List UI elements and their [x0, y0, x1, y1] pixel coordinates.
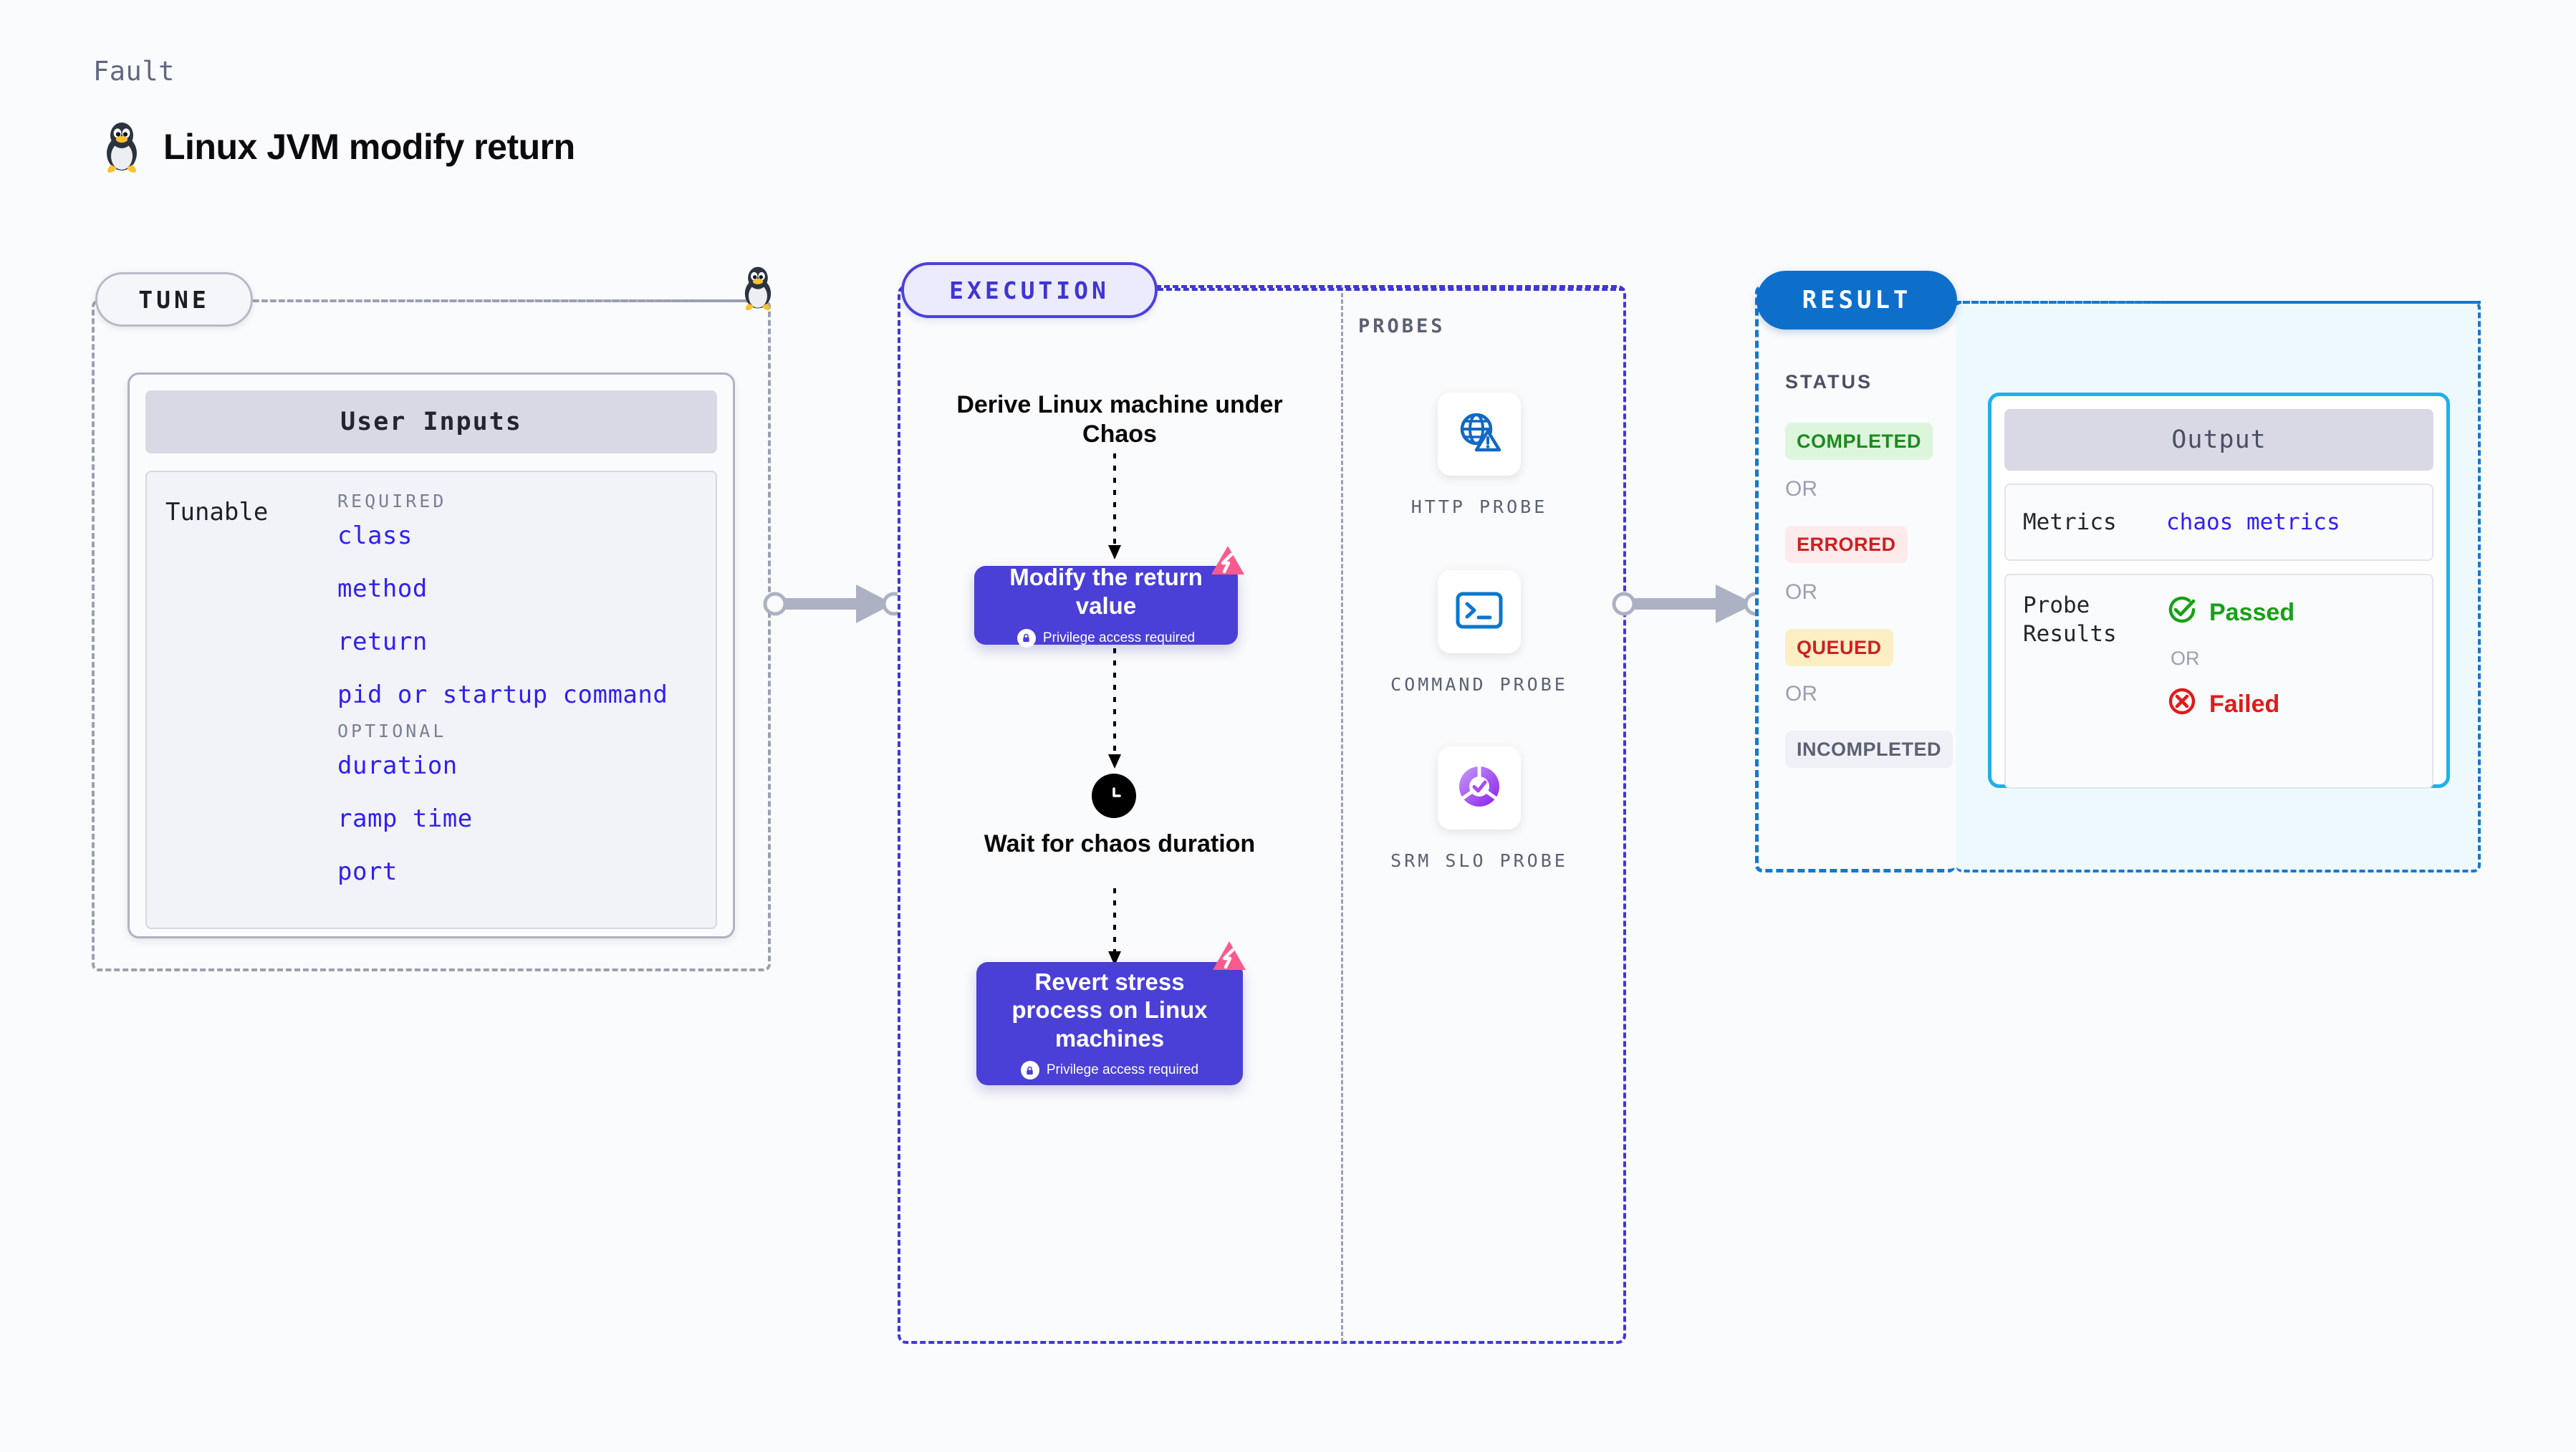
output-probe-results-row: Probe Results Passed OR: [2004, 574, 2433, 789]
lock-icon: [1017, 628, 1036, 648]
output-metrics-row: Metrics chaos metrics: [2004, 484, 2433, 561]
page-title: Linux JVM modify return: [163, 127, 575, 167]
probe-tile-http[interactable]: [1438, 393, 1521, 476]
probe-tile-srm-slo[interactable]: [1438, 746, 1521, 830]
result-panel: [1755, 285, 1956, 872]
execution-wait-label: Wait for chaos duration: [984, 830, 1256, 857]
probe-result-failed: Failed: [2166, 686, 2421, 723]
optional-group-label: OPTIONAL: [337, 721, 447, 741]
execution-card-note: Privilege access required: [1020, 1061, 1199, 1080]
status-or-separator: OR: [1785, 682, 1817, 706]
tunable-item[interactable]: pid or startup command: [337, 681, 668, 709]
execution-card-note-label: Privilege access required: [1042, 630, 1196, 645]
probe-result-failed-label: Failed: [2209, 691, 2280, 718]
output-card-header: Output: [2004, 409, 2433, 471]
result-stage-pill[interactable]: RESULT: [1756, 271, 1957, 330]
status-label: STATUS: [1785, 371, 1873, 393]
status-badge-completed: COMPLETED: [1785, 423, 1933, 460]
lock-icon: [1020, 1061, 1039, 1080]
output-metrics-value[interactable]: chaos metrics: [2166, 509, 2340, 535]
probe-caption-srm-slo: SRM SLO PROBE: [1390, 850, 1568, 871]
probe-caption-http: HTTP PROBE: [1410, 496, 1548, 517]
execution-card-note: Privilege access required: [1017, 628, 1196, 648]
litmus-chaos-badge-icon: [1211, 938, 1248, 979]
connector-tune-to-execution: [763, 579, 906, 632]
fault-title-row: Linux JVM modify return: [99, 120, 575, 173]
connector-execution-to-result: [1612, 579, 1769, 632]
output-probe-results-key: Probe Results: [2023, 592, 2117, 648]
slo-donut-check-icon: [1454, 761, 1504, 814]
tunable-item[interactable]: return: [337, 628, 428, 656]
fault-kicker-label: Fault: [93, 56, 175, 87]
status-badge-incompleted: INCOMPLETED: [1785, 731, 1953, 768]
linux-penguin-marker-icon: [738, 265, 778, 314]
tunable-item[interactable]: port: [337, 857, 398, 886]
tunable-item[interactable]: method: [337, 574, 428, 603]
execution-card-title: Revert stress process on Linux machines: [1011, 968, 1208, 1052]
user-inputs-card: User Inputs Tunable REQUIRED class metho…: [128, 372, 735, 938]
probe-result-passed-label: Passed: [2209, 599, 2295, 626]
execution-step-derive-label: Derive Linux machine under Chaos: [956, 391, 1283, 448]
tunable-label: Tunable: [165, 498, 269, 527]
execution-stage-pill[interactable]: EXECUTION: [901, 262, 1158, 318]
linux-penguin-icon: [99, 120, 145, 173]
clock-icon: [1092, 774, 1136, 818]
check-circle-icon: [2166, 594, 2198, 632]
probes-divider: [1341, 287, 1343, 1342]
execution-card-note-label: Privilege access required: [1046, 1062, 1199, 1078]
tunable-item[interactable]: class: [337, 521, 413, 550]
execution-leader-line: [1158, 288, 1625, 291]
tunable-lists: REQUIRED class method return pid or star…: [337, 491, 701, 913]
litmus-chaos-badge-icon: [1209, 543, 1246, 583]
probe-caption-command: COMMAND PROBE: [1390, 674, 1568, 695]
tune-leader-line: [253, 299, 746, 302]
tunable-item[interactable]: duration: [337, 751, 458, 780]
status-badge-queued: QUEUED: [1785, 629, 1893, 666]
status-badge-errored: ERRORED: [1785, 526, 1908, 563]
execution-arrow-1: [1103, 453, 1126, 564]
execution-arrow-3: [1103, 888, 1126, 970]
tune-stage-pill[interactable]: TUNE: [95, 272, 253, 327]
execution-card-modify-return[interactable]: Modify the return value Privilege access…: [974, 564, 1238, 648]
probes-label: PROBES: [1358, 315, 1446, 337]
x-circle-icon: [2166, 686, 2198, 723]
output-probe-results-values: Passed OR Failed: [2166, 591, 2421, 771]
required-group-label: REQUIRED: [337, 491, 447, 511]
probe-tile-command[interactable]: [1438, 570, 1521, 653]
probe-result-passed: Passed: [2166, 594, 2421, 632]
execution-card-title: Modify the return value: [1009, 564, 1203, 619]
output-metrics-key: Metrics: [2023, 509, 2117, 535]
result-leader-line: [1956, 301, 2481, 304]
tunable-item[interactable]: ramp time: [337, 804, 473, 833]
output-card: Output Metrics chaos metrics Probe Resul…: [1988, 393, 2450, 789]
status-or-separator: OR: [1785, 580, 1817, 604]
tunable-body: Tunable REQUIRED class method return pid…: [145, 471, 717, 929]
execution-arrow-2: [1103, 648, 1126, 773]
status-or-separator: OR: [1785, 477, 1817, 501]
user-inputs-header: User Inputs: [145, 390, 717, 453]
globe-warning-icon: [1456, 409, 1503, 459]
probe-result-or-separator: OR: [2171, 648, 2200, 669]
terminal-icon: [1456, 591, 1503, 633]
execution-card-revert-stress[interactable]: Revert stress process on Linux machines …: [976, 962, 1243, 1085]
